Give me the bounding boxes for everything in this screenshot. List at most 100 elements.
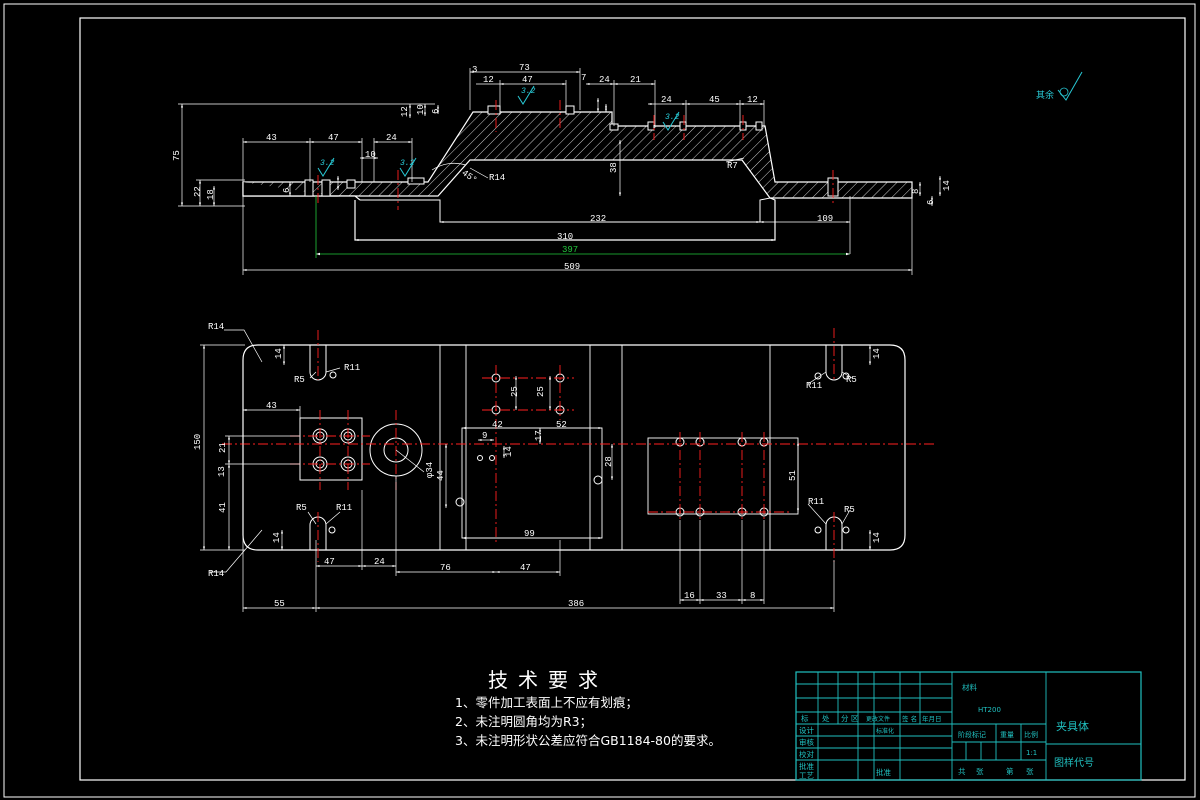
dim-38: 38 [609,162,619,173]
dim-14: 14 [942,180,952,191]
dim-509: 509 [564,262,580,272]
dim-14-c: 14 [872,348,882,359]
dim-r14-b: R14 [208,569,224,579]
dim-13: 13 [217,466,227,477]
roughness-value-4: 3.2 [665,113,680,122]
tb-row-design: 设计 [799,725,814,735]
tb-sheet-1: 共 [958,767,966,776]
dim-52: 52 [556,420,567,430]
tb-part-name: 夹具体 [1056,719,1089,733]
dim-47-b: 47 [520,563,531,573]
dim-14-c2: 14 [504,446,514,457]
dim-9: 9 [482,431,487,441]
dim-6b: 6 [431,109,441,114]
drawing-frame [3,3,1196,798]
dim-18: 18 [206,189,216,200]
dim-43: 43 [266,133,277,143]
tech-requirements-title: 技术要求 [488,668,608,692]
top-plan-view: R14 R14 R5 R11 R11 R5 R5 R11 R11 R5 14 1… [193,322,935,612]
tb-material-label: 材料 [962,682,977,692]
dim-397: 397 [562,245,578,255]
dim-r11-c: R11 [336,503,352,513]
dim-47-top: 47 [522,75,533,85]
dim-r7: R7 [727,161,738,171]
dim-43-plan: 43 [266,401,277,411]
roughness-symbols [317,85,680,177]
tb-approve: 批准 [876,767,891,777]
tb-col-4: 更改文件 [866,715,890,723]
dim-75: 75 [172,150,182,161]
dim-24-r: 24 [661,95,672,105]
tb-std: 标准化 [876,727,894,735]
dim-25a: 25 [510,386,520,397]
section-body [242,111,913,199]
tech-requirement-3: 3、未注明形状公差应符合GB1184-80的要求。 [455,733,721,748]
tb-row-process: 工艺 [799,771,814,780]
dim-r14-a: R14 [208,322,224,332]
tb-sheet-3: 第 [1006,766,1014,776]
tb-col-6: 年月日 [922,714,942,723]
roughness-value-3: 3.2 [400,159,415,168]
dim-8: 8 [911,189,921,194]
dim-12-v: 12 [400,106,410,117]
dim-44: 44 [436,470,446,481]
dim-47-a: 47 [324,557,335,567]
dim-24-top: 24 [599,75,610,85]
dim-3: 3 [472,65,477,75]
dim-150: 150 [193,434,203,450]
dim-14-b: 14 [272,532,282,543]
dim-51: 51 [788,470,798,481]
front-section-view: 73 47 3 12 7 24 21 24 45 12 43 47 24 10 … [172,63,952,275]
dim-28: 28 [604,456,614,467]
dim-r14-front: R14 [489,173,505,183]
dim-r11-d: R11 [808,497,824,507]
svg-text:其余: 其余 [1036,89,1054,101]
front-dimension-lines [178,68,942,275]
dim-21-plan: 21 [218,442,228,453]
tb-sheet-4: 张 [1026,767,1034,776]
plan-outline [242,344,906,551]
tb-row-check: 校对 [799,749,814,759]
dim-14-a: 14 [274,348,284,359]
tb-col-2: 处 [822,713,830,723]
dim-22: 22 [193,186,203,197]
tb-row-review: 审核 [799,737,814,747]
dim-7: 7 [581,73,586,83]
dim-r5-c: R5 [296,503,307,513]
dim-386: 386 [568,599,584,609]
dim-14-d: 14 [872,532,882,543]
dim-r5-a: R5 [294,375,305,385]
dim-10: 10 [365,150,376,160]
dim-99: 99 [524,529,535,539]
tb-col-1: 标 [801,713,809,723]
dim-r11-b: R11 [806,381,822,391]
tb-weight: 重量 [1000,731,1014,739]
tech-requirement-1: 1、零件加工表面上不应有划痕； [455,695,638,710]
dim-41: 41 [218,502,228,513]
dim-r5-b: R5 [846,375,857,385]
tb-col-3: 分 区 [841,714,859,723]
dim-232: 232 [590,214,606,224]
dim-47-l: 47 [328,133,339,143]
roughness-value-1: 3.2 [521,87,536,96]
global-roughness-mark: 其余 [1036,71,1083,101]
tb-material: HT200 [978,706,1001,714]
plan-dimension-lines [200,329,872,612]
dim-17: 17 [534,430,544,441]
tb-stage: 阶段标记 [958,730,986,739]
tb-sheet-2: 张 [976,767,984,776]
dim-r5-d: R5 [844,505,855,515]
title-block [795,671,1142,781]
dim-42: 42 [492,420,503,430]
dim-10-v: 10 [416,104,426,115]
tb-scale: 1:1 [1026,749,1037,757]
dim-8-plan: 8 [750,591,755,601]
dim-25b: 25 [536,386,546,397]
dim-12-top: 12 [483,75,494,85]
dim-angle: 45° [460,168,479,185]
dim-21: 21 [630,75,641,85]
dim-6-r: 6 [926,200,936,205]
dim-6a: 6 [282,188,292,193]
dim-33: 33 [716,591,727,601]
